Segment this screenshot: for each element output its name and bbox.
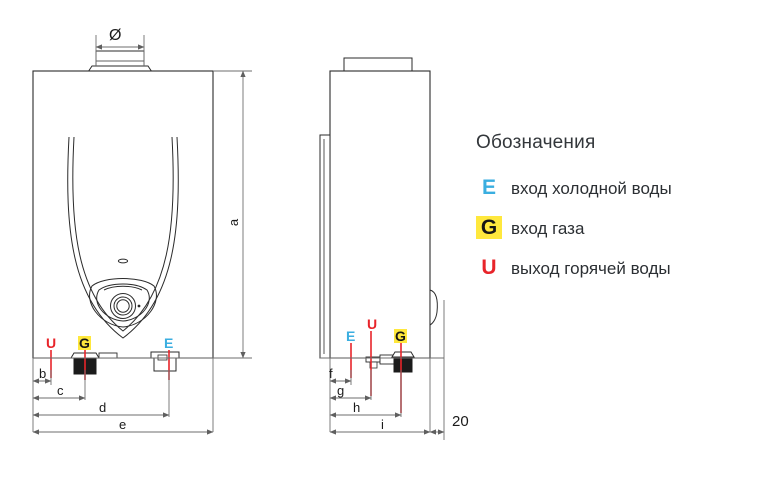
dim-label-f: f bbox=[329, 366, 333, 381]
indicator-slot bbox=[117, 258, 129, 264]
legend-item-u: U выход горячей воды bbox=[476, 256, 746, 279]
legend-item-e: E вход холодной воды bbox=[476, 176, 746, 199]
dim-label-20: 20 bbox=[452, 413, 469, 430]
legend-item-g: G вход газа bbox=[476, 216, 746, 239]
dim-label-i: i bbox=[381, 417, 384, 432]
dim-label-b: b bbox=[39, 366, 47, 381]
side-knob-protrusion bbox=[429, 289, 438, 326]
front-decor-curve bbox=[67, 136, 179, 339]
legend-text-u: выход горячей воды bbox=[511, 259, 671, 278]
legend-key-g: G bbox=[476, 216, 502, 239]
front-marker-u: U bbox=[46, 335, 57, 351]
front-view bbox=[32, 35, 252, 435]
dim-diameter bbox=[95, 35, 145, 66]
dim-label-e: e bbox=[119, 417, 127, 432]
front-marker-e: E bbox=[164, 335, 174, 351]
dim-label-c: c bbox=[57, 383, 64, 398]
side-marker-g: G bbox=[394, 328, 407, 344]
side-body-outline bbox=[329, 70, 431, 359]
legend-text-e: вход холодной воды bbox=[511, 179, 672, 198]
legend-text-g: вход газа bbox=[511, 219, 585, 238]
dim-label-h: h bbox=[353, 400, 361, 415]
side-connections bbox=[365, 351, 415, 373]
control-knob-assembly bbox=[89, 278, 157, 328]
dim-label-d: d bbox=[99, 400, 107, 415]
dim-label-a: a bbox=[226, 218, 242, 227]
dim-label-g: g bbox=[337, 383, 345, 398]
legend-key-u: U bbox=[481, 256, 497, 279]
side-flue bbox=[343, 57, 413, 72]
legend-panel: Обозначения E вход холодной воды G вход … bbox=[476, 132, 746, 296]
legend-title: Обозначения bbox=[476, 132, 596, 153]
side-view bbox=[319, 57, 445, 440]
flue-pipe bbox=[87, 50, 153, 73]
side-marker-e: E bbox=[346, 328, 356, 344]
side-marker-u: U bbox=[367, 316, 378, 332]
dim-20 bbox=[429, 300, 445, 440]
legend-key-e: E bbox=[481, 176, 496, 199]
dim-label-diameter: Ø bbox=[109, 27, 122, 44]
front-dim-group bbox=[32, 358, 214, 435]
front-marker-g: G bbox=[78, 335, 91, 351]
side-dim-group bbox=[329, 358, 431, 435]
wall-bracket bbox=[319, 134, 331, 359]
